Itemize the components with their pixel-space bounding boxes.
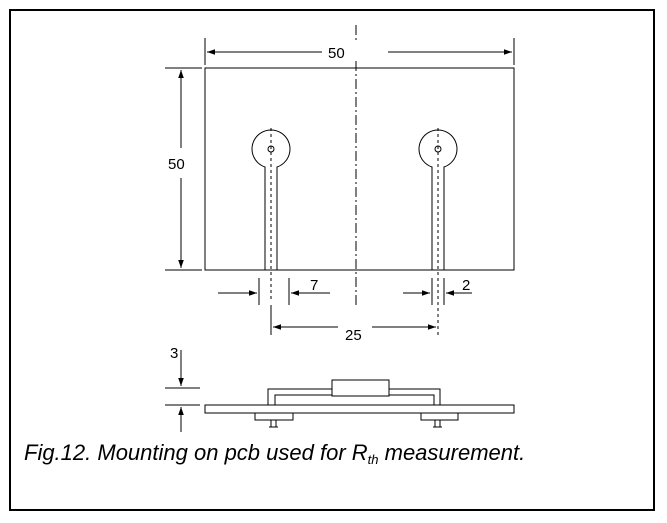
- caption-suffix: measurement.: [378, 440, 526, 465]
- pcb-board: [204, 67, 515, 271]
- standoff-dimension: [165, 350, 200, 432]
- side-view-component: [267, 379, 441, 405]
- pitch-dimension: [270, 305, 436, 335]
- pad-gap-label: 7: [310, 277, 318, 294]
- left-pad: [251, 128, 291, 300]
- gap-dimension: [218, 278, 330, 305]
- height-label: 3: [170, 345, 178, 362]
- width-dimension: [204, 38, 515, 65]
- board-width-label: 50: [328, 45, 345, 62]
- caption-subscript: th: [367, 452, 379, 467]
- figure-frame: [9, 9, 655, 511]
- figure-caption: Fig.12. Mounting on pcb used for Rth mea…: [24, 440, 644, 467]
- right-pad: [418, 128, 458, 335]
- track-width-label: 2: [462, 277, 470, 294]
- track-width-dimension: [403, 278, 472, 305]
- side-view-board: [204, 404, 515, 428]
- height-dimension: [165, 67, 202, 271]
- caption-prefix: Fig.12. Mounting on pcb used for R: [24, 440, 368, 465]
- board-height-label: 50: [168, 156, 185, 173]
- pad-pitch-label: 25: [345, 327, 362, 344]
